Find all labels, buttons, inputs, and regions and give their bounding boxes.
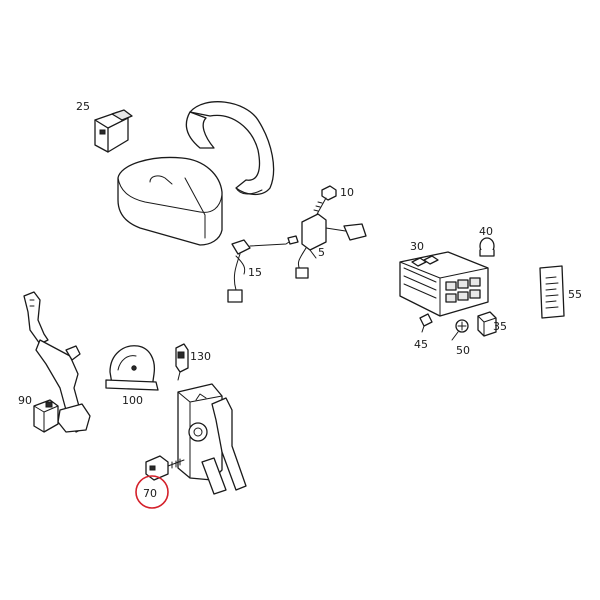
label-5: 5 bbox=[318, 246, 325, 259]
part-40-bulb[interactable] bbox=[479, 237, 495, 257]
label-70: 70 bbox=[143, 487, 157, 500]
part-25-switch-module[interactable] bbox=[94, 109, 133, 153]
part-55-label-card[interactable] bbox=[539, 265, 565, 319]
label-40: 40 bbox=[479, 225, 493, 238]
part-5-combination-switch[interactable] bbox=[295, 213, 367, 279]
label-45: 45 bbox=[414, 338, 428, 351]
part-90-switch[interactable] bbox=[33, 399, 59, 433]
label-15: 15 bbox=[248, 266, 262, 279]
highlight-circle-70 bbox=[135, 475, 169, 509]
steering-wheel-airbag bbox=[117, 101, 275, 246]
part-45-clip[interactable] bbox=[419, 313, 433, 333]
part-15-wiring-harness[interactable] bbox=[227, 235, 299, 303]
part-130-sensor[interactable] bbox=[175, 343, 189, 381]
part-35-relay[interactable] bbox=[477, 311, 497, 337]
part-50-screw[interactable] bbox=[451, 319, 469, 341]
pedal-bracket-left bbox=[23, 291, 91, 433]
part-100-actuator[interactable] bbox=[105, 345, 159, 391]
label-35: 35 bbox=[493, 320, 507, 333]
label-55: 55 bbox=[568, 288, 582, 301]
part-30-relay-box[interactable] bbox=[399, 251, 489, 317]
pedal-assembly-main bbox=[177, 383, 247, 495]
label-10: 10 bbox=[340, 186, 354, 199]
label-30: 30 bbox=[410, 240, 424, 253]
label-90: 90 bbox=[18, 394, 32, 407]
label-130: 130 bbox=[190, 350, 211, 363]
label-100: 100 bbox=[122, 394, 143, 407]
label-50: 50 bbox=[456, 344, 470, 357]
part-10-bolt[interactable] bbox=[313, 185, 337, 217]
label-25: 25 bbox=[76, 100, 90, 113]
part-70-stop-lamp-switch[interactable] bbox=[145, 455, 185, 481]
